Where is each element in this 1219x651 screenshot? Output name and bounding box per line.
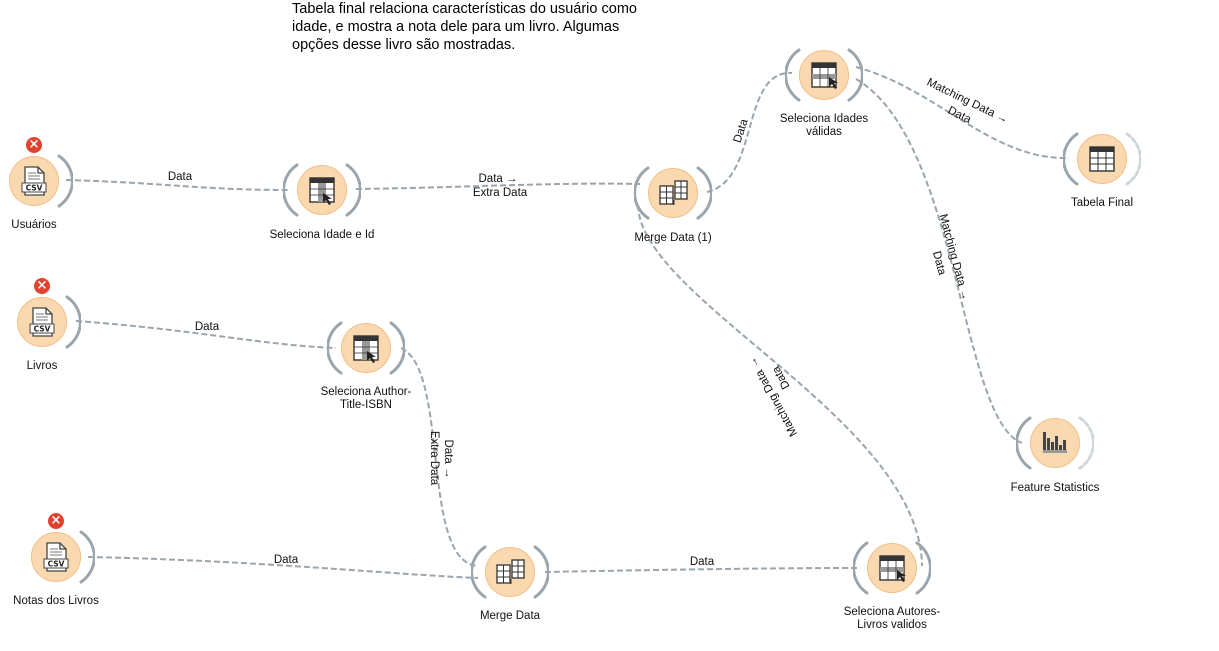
link-label: Matching Data → (747, 355, 801, 439)
input-port-arc[interactable] (634, 158, 654, 228)
link-label: Data (195, 321, 220, 333)
link-label: Data (930, 250, 948, 277)
output-port-arc[interactable] (692, 158, 712, 228)
select-rows-icon (867, 543, 917, 593)
output-port-arc[interactable] (911, 533, 931, 603)
csv-file-icon: CSV (17, 297, 67, 347)
link-label: Data (274, 554, 299, 566)
output-port-arc[interactable] (1121, 124, 1141, 194)
widget-usuarios[interactable]: CSV (0, 146, 79, 216)
link-livros-to-seleciona-author[interactable] (75, 320, 337, 349)
widget-label-tabela-final[interactable]: Tabela Final (1070, 197, 1133, 209)
svg-text:CSV: CSV (34, 325, 51, 334)
input-port-arc[interactable] (1063, 124, 1083, 194)
link-seleciona-idades-to-tabela-final[interactable] (855, 66, 1070, 160)
widget-label-seleciona-idades-validas[interactable]: Seleciona Idades válidas (779, 113, 869, 138)
widget-label-seleciona-idade[interactable]: Seleciona Idade e Id (269, 229, 375, 241)
link-label: Data → (442, 440, 454, 479)
input-port-arc[interactable] (283, 155, 303, 225)
csv-file-icon: CSV (31, 532, 81, 582)
input-port-arc[interactable] (785, 40, 805, 110)
widget-seleciona-idades-validas[interactable] (779, 40, 869, 110)
link-label: Data (168, 171, 193, 183)
widget-label-notas[interactable]: Notas dos Livros (13, 595, 99, 607)
output-port-arc[interactable] (75, 522, 95, 592)
input-port-arc[interactable] (853, 533, 873, 603)
link-merge-to-seleciona-autores[interactable] (544, 567, 861, 573)
csv-file-icon: CSV (9, 156, 59, 206)
link-merge1-to-seleciona-idades[interactable] (706, 71, 793, 193)
input-port-arc[interactable] (327, 313, 347, 383)
workflow-annotation[interactable]: Tabela final relaciona características d… (292, 1, 637, 53)
svg-text:CSV: CSV (26, 184, 43, 193)
output-port-arc[interactable] (1074, 408, 1094, 478)
widget-label-livros[interactable]: Livros (26, 360, 58, 372)
link-merge1-to-seleciona-autores[interactable] (637, 204, 923, 567)
widget-seleciona-author[interactable] (321, 313, 411, 383)
link-seleciona-idade-to-merge1[interactable] (355, 182, 641, 190)
link-seleciona-author-to-merge[interactable] (400, 347, 478, 567)
widget-label-merge1[interactable]: Merge Data (1) (634, 232, 712, 244)
widget-label-usuarios[interactable]: Usuários (11, 219, 57, 231)
input-port-arc[interactable] (1016, 408, 1036, 478)
output-port-arc[interactable] (385, 313, 405, 383)
select-columns-icon (341, 323, 391, 373)
error-icon: × (34, 278, 50, 294)
feature-statistics-icon (1030, 418, 1080, 468)
error-icon: × (48, 513, 64, 529)
link-label: Data (690, 556, 715, 568)
data-table-icon (1077, 134, 1127, 184)
select-rows-icon (799, 50, 849, 100)
select-columns-icon (297, 165, 347, 215)
output-port-arc[interactable] (61, 287, 81, 357)
widget-feature-statistics[interactable] (1010, 408, 1100, 478)
output-port-arc[interactable] (53, 146, 73, 216)
link-usuarios-to-seleciona-idade[interactable] (65, 179, 291, 191)
output-port-arc[interactable] (843, 40, 863, 110)
error-icon: × (26, 137, 42, 153)
widget-label-feature-statistics[interactable]: Feature Statistics (1010, 482, 1100, 494)
link-label: Extra Data (428, 431, 440, 486)
widget-livros[interactable]: CSV (0, 287, 87, 357)
widget-label-seleciona-autores[interactable]: Seleciona Autores- Livros validos (843, 606, 941, 631)
widget-label-merge[interactable]: Merge Data (479, 610, 541, 622)
merge-data-icon (485, 547, 535, 597)
merge-data-icon (648, 168, 698, 218)
widget-notas-dos-livros[interactable]: CSV (11, 522, 101, 592)
widget-merge-data-1[interactable] (628, 158, 718, 228)
output-port-arc[interactable] (341, 155, 361, 225)
output-port-arc[interactable] (529, 537, 549, 607)
widget-merge-data[interactable] (465, 537, 555, 607)
widget-label-seleciona-author[interactable]: Seleciona Author- Title-ISBN (320, 386, 412, 411)
svg-text:CSV: CSV (48, 560, 65, 569)
link-notas-to-merge[interactable] (87, 556, 479, 579)
input-port-arc[interactable] (471, 537, 491, 607)
link-label: Data → (479, 173, 518, 185)
widget-seleciona-idade-id[interactable] (277, 155, 367, 225)
widget-tabela-final[interactable] (1057, 124, 1147, 194)
widget-seleciona-autores-livros[interactable] (847, 533, 937, 603)
link-label: Extra Data (473, 187, 528, 199)
